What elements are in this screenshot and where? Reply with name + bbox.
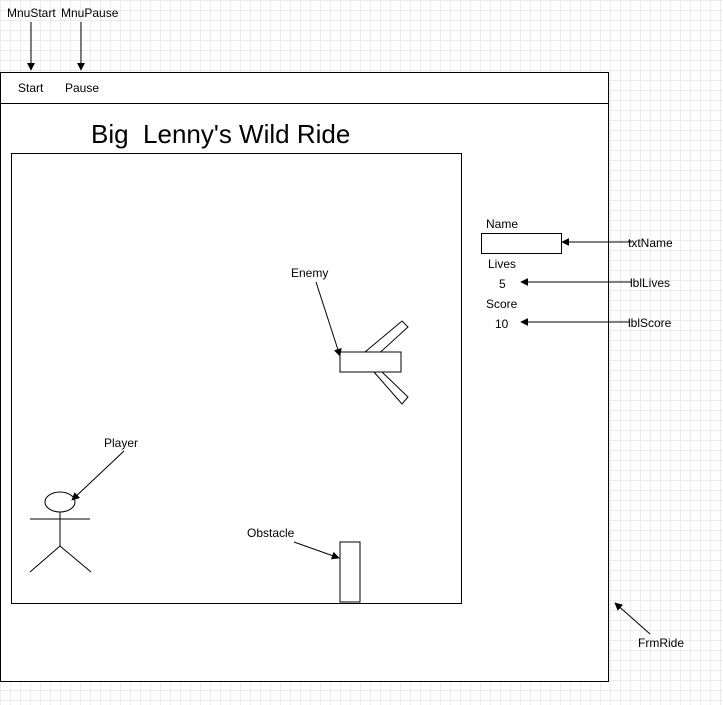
frmride-arrow bbox=[614, 602, 651, 635]
name-input[interactable] bbox=[481, 233, 562, 254]
menu-bar: Start Pause bbox=[1, 73, 608, 104]
player-label: Player bbox=[104, 436, 139, 450]
mnupause-annotation: MnuPause bbox=[61, 6, 119, 20]
name-label: Name bbox=[486, 217, 519, 231]
frm-ride-window: Start Pause Big Lenny's Wild Ride Name L… bbox=[0, 72, 609, 682]
enemy-label: Enemy bbox=[291, 266, 329, 280]
menu-start[interactable]: Start bbox=[18, 81, 44, 95]
score-label: Score bbox=[486, 297, 518, 311]
menu-pause[interactable]: Pause bbox=[65, 81, 100, 95]
form-title: Big Lenny's Wild Ride bbox=[91, 119, 351, 149]
score-value: 10 bbox=[495, 317, 509, 331]
lives-value: 5 bbox=[499, 277, 506, 291]
frmride-annotation: FrmRide bbox=[638, 636, 685, 650]
obstacle-label: Obstacle bbox=[247, 526, 295, 540]
mnustart-annotation: MnuStart bbox=[7, 6, 56, 20]
lbllives-annotation: lblLives bbox=[630, 276, 671, 290]
lives-label: Lives bbox=[488, 257, 517, 271]
lblscore-annotation: lblScore bbox=[628, 316, 672, 330]
txtname-annotation: txtName bbox=[628, 236, 673, 250]
game-area bbox=[11, 153, 462, 604]
